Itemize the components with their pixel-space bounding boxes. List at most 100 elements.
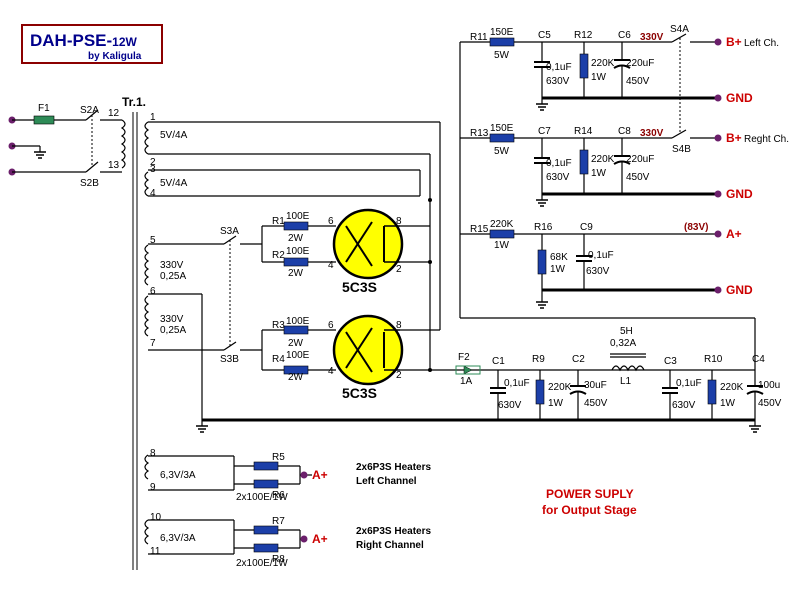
winding-6v3-left <box>144 454 150 480</box>
gnd-label-1: GND <box>726 91 753 105</box>
switch-s4b-label: S4B <box>672 144 691 155</box>
right-ch-label: Reght Ch. <box>744 134 789 145</box>
resistor-r4 <box>283 365 309 375</box>
cap-c1-ref: C1 <box>492 356 505 367</box>
resistor-r14-ref: R14 <box>574 126 593 137</box>
voltage-v1: 330V <box>640 32 664 43</box>
switch-s4a <box>671 33 687 43</box>
resistor-r10-ref: R10 <box>704 354 723 365</box>
transformer-label: Tr.1. <box>122 95 146 109</box>
winding-330v-2 <box>144 295 150 337</box>
cap-c9-ref: C9 <box>580 222 593 233</box>
pin-13: 13 <box>108 160 120 171</box>
terminal-bplus-left <box>714 38 722 46</box>
tube-v1-envelope <box>332 208 404 280</box>
anode-resistors: R1 100E 2W R2 100E 2W R3 100E 2W R4 100E… <box>262 211 336 383</box>
ground-icon-right <box>748 419 762 433</box>
switch-s2b <box>85 161 99 173</box>
cap-c3-value: 0,1uF <box>676 378 702 389</box>
resistor-r8 <box>253 543 279 553</box>
resistor-r2-power: 2W <box>288 268 304 279</box>
cap-c8-ref: C8 <box>618 126 631 137</box>
inductor-l1-current: 0,32A <box>610 338 636 349</box>
cap-c2-ref: C2 <box>572 354 585 365</box>
primary-winding <box>120 119 126 169</box>
fuse-f2 <box>463 365 473 375</box>
resistor-r9 <box>535 379 545 405</box>
resistor-r6-ref: R6 <box>272 490 285 501</box>
cap-c8-voltage: 450V <box>626 172 650 183</box>
resistor-r16 <box>537 249 547 275</box>
cap-c1-voltage: 630V <box>498 400 522 411</box>
aplus-section: R15 220K 1W R16 68K 1W C9 0,1uF 630V (83… <box>460 219 753 309</box>
fuse-f1 <box>33 115 55 125</box>
transformer: Tr.1. 1 5V/4A 2 3 5V/4A 4 5 330V 0,25A 6… <box>120 95 196 570</box>
cap-c5-ref: C5 <box>538 30 551 41</box>
heater-left-line2: Left Channel <box>356 476 417 487</box>
pin-12: 12 <box>108 108 120 119</box>
resistor-r11 <box>489 37 515 47</box>
resistor-r15-value: 220K <box>490 219 514 230</box>
voltage-v2: 330V <box>640 128 664 139</box>
cap-c9-value: 0,1uF <box>588 250 614 261</box>
pin-1: 1 <box>150 112 156 123</box>
resistor-r3-power: 2W <box>288 338 304 349</box>
tube-v1-pin4: 4 <box>328 260 334 271</box>
resistor-r3 <box>283 325 309 335</box>
resistor-r12-ref: R12 <box>574 30 593 41</box>
switch-s2a-label: S2A <box>80 105 99 116</box>
resistor-r13-ref: R13 <box>470 128 489 139</box>
resistor-r15-power: 1W <box>494 240 510 251</box>
resistor-r6 <box>253 479 279 489</box>
cap-c3-voltage: 630V <box>672 400 696 411</box>
resistor-r11-value: 150E <box>490 27 514 38</box>
bplus-right-section: R13 150E 5W C7 0,1uF 630V R14 220K 1W C8… <box>460 38 789 207</box>
resistor-r12-value: 220K <box>591 58 615 69</box>
cap-c4-value: 100u <box>758 380 780 391</box>
terminal-gnd-2 <box>714 190 722 198</box>
resistor-r13-power: 5W <box>494 146 510 157</box>
ground-icon-main <box>195 419 209 433</box>
resistor-r12-power: 1W <box>591 72 607 83</box>
inductor-l1 <box>611 365 645 372</box>
title-author: by Kaligula <box>88 51 142 62</box>
winding-w1-label: 5V/4A <box>160 130 188 141</box>
bplus-left-section: R11 150E 5W C5 0,1uF 630V R12 220K 1W C6… <box>460 24 779 111</box>
resistor-r5-ref: R5 <box>272 452 285 463</box>
cap-c7-voltage: 630V <box>546 172 570 183</box>
resistor-r15 <box>489 229 515 239</box>
footer-subtitle: for Output Stage <box>542 503 637 517</box>
terminal-aplus-1 <box>714 230 722 238</box>
switch-s2b-label: S2B <box>80 178 99 189</box>
voltage-v3: (83V) <box>684 222 708 233</box>
inductor-l1-value: 5H <box>620 326 633 337</box>
ground-icon-r16 <box>535 295 549 309</box>
pin-10: 10 <box>150 512 162 523</box>
pin-9: 9 <box>150 482 156 493</box>
resistor-r16-value: 68K <box>550 252 568 263</box>
resistor-r11-ref: R11 <box>470 32 488 43</box>
mains-input: F1 S2A S2B 12 13 <box>8 103 122 189</box>
resistor-r10-value: 220K <box>720 382 744 393</box>
resistor-r13 <box>489 133 515 143</box>
ground-icon-c7 <box>535 193 549 207</box>
winding-6v3-right <box>144 519 150 545</box>
aplus-label-2: A+ <box>312 468 328 482</box>
heater-left-line1: 2x6P3S Heaters <box>356 462 431 473</box>
winding-w4-voltage: 330V <box>160 314 184 325</box>
winding-5v-2 <box>144 171 150 197</box>
winding-w5-label: 6,3V/3A <box>160 470 196 481</box>
resistor-r15-ref: R15 <box>470 224 489 235</box>
cap-c9-voltage: 630V <box>586 266 610 277</box>
pin-7: 7 <box>150 338 156 349</box>
resistor-r2-value: 100E <box>286 246 310 257</box>
resistor-r12 <box>579 53 589 79</box>
pin-5: 5 <box>150 235 156 246</box>
tube-v2: 6 4 8 2 5C3S <box>328 314 404 401</box>
terminal-gnd-3 <box>714 286 722 294</box>
switch-s4b <box>671 129 687 139</box>
cap-c7-ref: C7 <box>538 126 551 137</box>
aplus-label-1: A+ <box>726 227 742 241</box>
cap-c1-value: 0,1uF <box>504 378 530 389</box>
resistor-r10-power: 1W <box>720 398 736 409</box>
